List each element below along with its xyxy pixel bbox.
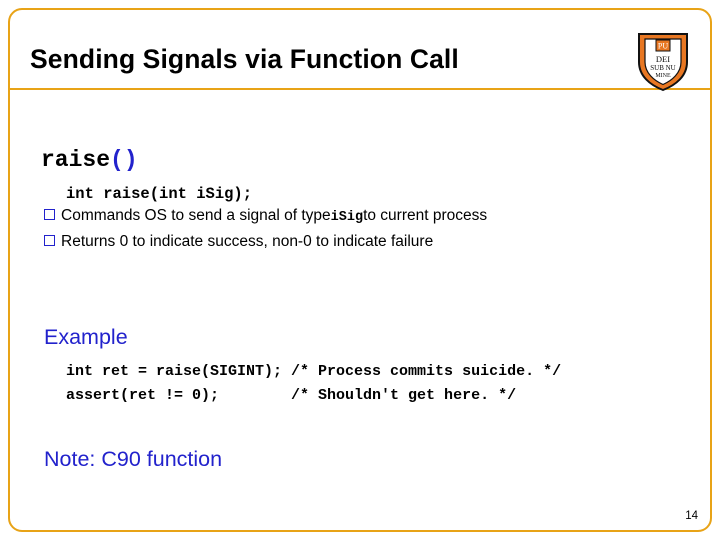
bullet-1-mono: iSig [330, 210, 364, 225]
bullet-1-post: to current process [363, 207, 488, 224]
bullet-item-2: Returns 0 to indicate success, non-0 to … [44, 233, 433, 251]
raise-parens: () [110, 147, 138, 173]
raise-name: raise [41, 147, 111, 173]
svg-text:PU: PU [658, 42, 668, 51]
bullet-1-pre: Commands OS to send a signal of type [61, 207, 331, 224]
page-title: Sending Signals via Function Call [30, 44, 459, 74]
square-bullet-icon [44, 209, 55, 220]
slide-content: raise() int raise(int iSig); Commands OS… [0, 92, 720, 522]
page-number: 14 [685, 510, 698, 522]
square-bullet-icon [44, 235, 55, 246]
princeton-shield-logo: PU DEI SUB NU MINE [636, 32, 690, 92]
function-signature: int raise(int iSig); [66, 185, 253, 203]
bullet-2-pre: Returns 0 to indicate success, non-0 to … [61, 233, 434, 250]
svg-text:SUB NU: SUB NU [650, 64, 675, 72]
title-bar: Sending Signals via Function Call PU DEI… [10, 10, 710, 92]
section-heading-example: Example [44, 325, 128, 349]
svg-text:DEI: DEI [656, 54, 670, 64]
section-heading-raise: raise() [41, 147, 138, 173]
svg-text:MINE: MINE [655, 73, 671, 79]
example-code-block: int ret = raise(SIGINT); /* Process comm… [66, 363, 562, 404]
bullet-item-1: Commands OS to send a signal of type iSi… [44, 207, 487, 225]
note-text: Note: C90 function [44, 447, 223, 471]
